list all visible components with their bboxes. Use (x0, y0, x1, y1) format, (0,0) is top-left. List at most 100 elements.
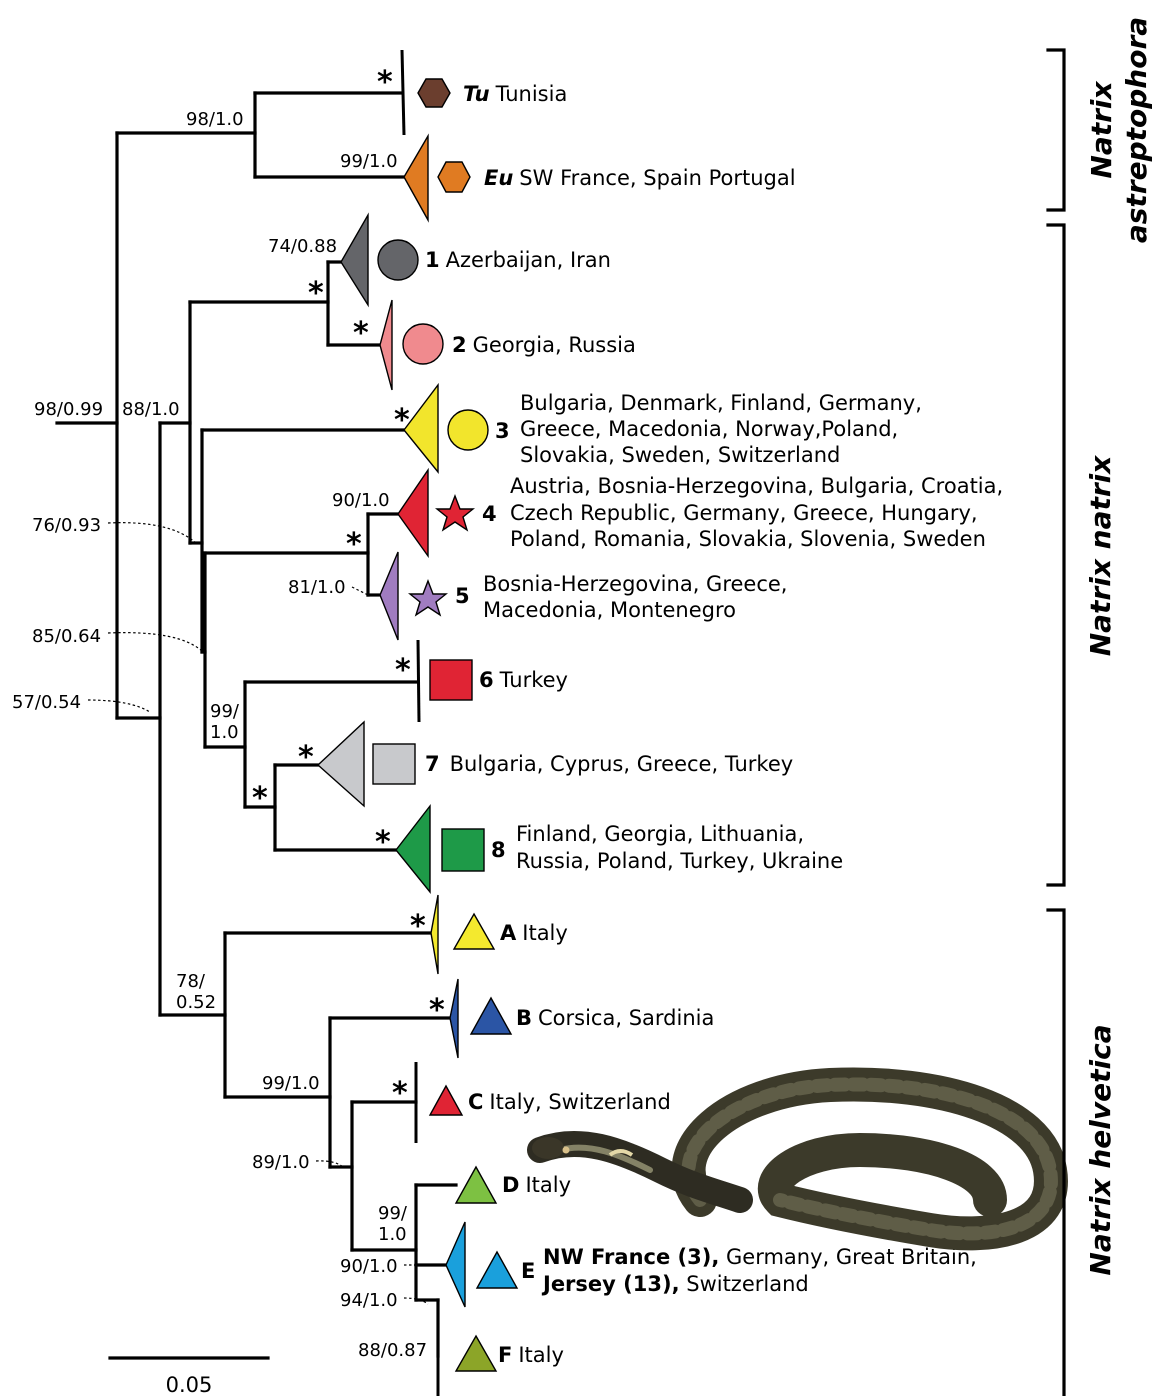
circle-icon (403, 324, 443, 364)
support-clade1: 74/0.88 (268, 236, 337, 257)
species-label-natrix: Natrix natrix (1084, 455, 1117, 657)
clade-8-triangle (396, 806, 430, 892)
star-supports: * * * * * * * * * * * * (252, 65, 445, 1111)
triangle-icon (456, 1167, 496, 1203)
star-c: * (392, 1076, 408, 1111)
support-99-bot: 1.0 (210, 722, 239, 743)
star-c45: * (346, 527, 362, 562)
clade-8-line: Russia, Poland, Turkey, Ukraine (516, 849, 843, 873)
clade-3-line: Greece, Macedonia, Norway,Poland, (520, 417, 898, 441)
support-76: 76/0.93 (32, 515, 101, 536)
triangle-icon (454, 914, 494, 949)
star-c8: * (375, 825, 391, 860)
clade-4-triangle (398, 470, 428, 556)
clade-e-line2: Jersey (13), Switzerland (541, 1272, 809, 1296)
star-c7: * (298, 740, 314, 775)
clade-8-line: Finland, Georgia, Lithuania, (516, 822, 804, 846)
support-e94: 94/1.0 (340, 1290, 398, 1311)
star-c78: * (252, 781, 268, 816)
support-de-top: 99/ (378, 1203, 408, 1224)
clade-4-line: Austria, Bosnia-Herzegovina, Bulgaria, C… (510, 474, 1003, 498)
clade-e-code: E (521, 1259, 535, 1283)
triangle-icon (477, 1252, 517, 1288)
clade-5-line: Bosnia-Herzegovina, Greece, (483, 572, 787, 596)
star-tu: * (377, 65, 393, 100)
hexagon-icon (418, 79, 450, 107)
support-f88: 88/0.87 (358, 1340, 427, 1361)
support-88: 88/1.0 (122, 399, 180, 420)
triangle-icon (430, 1086, 462, 1115)
hexagon-icon (438, 162, 470, 192)
clade-6-bar (418, 640, 419, 722)
leader-lines (88, 523, 446, 1304)
clade-e-triangle (446, 1222, 465, 1307)
clade-7-triangle (318, 722, 364, 806)
clade-e-line1: NW France (3), Germany, Great Britain, (543, 1245, 977, 1269)
star-icon (410, 581, 446, 615)
scale-label: 0.05 (166, 1373, 213, 1396)
clade-2-triangle (380, 300, 392, 390)
clade-4-code: 4 (482, 502, 497, 526)
clade-eu-triangle (404, 136, 428, 220)
support-clade5: 81/1.0 (288, 577, 346, 598)
clade-4-line: Poland, Romania, Slovakia, Slovenia, Swe… (510, 527, 986, 551)
species-label-helvetica: Natrix helvetica (1084, 1024, 1117, 1275)
square-icon (442, 829, 484, 871)
clade-1-triangle (341, 215, 368, 305)
clade-tu-bar (402, 50, 404, 135)
clade-eu-label: EuSW France, Spain Portugal (484, 166, 796, 190)
support-bc: 99/1.0 (262, 1073, 320, 1094)
clade-3-line: Slovakia, Sweden, Switzerland (520, 443, 840, 467)
clade-5-code: 5 (455, 584, 470, 608)
clade-5-triangle (380, 552, 398, 640)
star-icon (437, 496, 473, 530)
species-label-astreptophora-1: Natrix (1085, 80, 1118, 178)
circle-icon (448, 410, 488, 450)
support-89: 89/1.0 (252, 1152, 310, 1173)
star-c12: * (308, 276, 324, 311)
support-e90: 90/1.0 (340, 1256, 398, 1277)
support-astreptophora: 98/1.0 (186, 109, 244, 130)
clade-b-triangle (450, 979, 458, 1058)
support-eu: 99/1.0 (340, 151, 398, 172)
triangle-icon (471, 998, 511, 1034)
support-78-top: 78/ (176, 971, 206, 992)
square-icon (430, 660, 472, 700)
species-label-astreptophora-2: astreptophora (1120, 17, 1153, 243)
support-clade4: 90/1.0 (332, 490, 390, 511)
clade-5-line: Macedonia, Montenegro (483, 598, 736, 622)
star-c6: * (395, 653, 411, 688)
clade-3-code: 3 (495, 419, 510, 443)
clade-a-triangle (431, 895, 438, 974)
clade-4-line: Czech Republic, Germany, Greece, Hungary… (510, 501, 978, 525)
support-85: 85/0.64 (32, 626, 101, 647)
square-icon (373, 744, 415, 784)
support-de-bot: 1.0 (378, 1224, 407, 1245)
star-b: * (429, 993, 445, 1028)
triangle-icon (456, 1336, 496, 1371)
scale-bar: 0.05 (110, 1358, 268, 1396)
star-a: * (410, 909, 426, 944)
star-c2: * (353, 316, 369, 351)
circle-icon (378, 240, 418, 280)
clade-markers (373, 79, 517, 1371)
star-c3: * (394, 403, 410, 438)
support-57: 57/0.54 (12, 692, 81, 713)
clade-3-line: Bulgaria, Denmark, Finland, Germany, (520, 391, 922, 415)
clade-8-code: 8 (491, 838, 506, 862)
support-root: 98/0.99 (34, 399, 103, 420)
support-99-top: 99/ (210, 701, 240, 722)
